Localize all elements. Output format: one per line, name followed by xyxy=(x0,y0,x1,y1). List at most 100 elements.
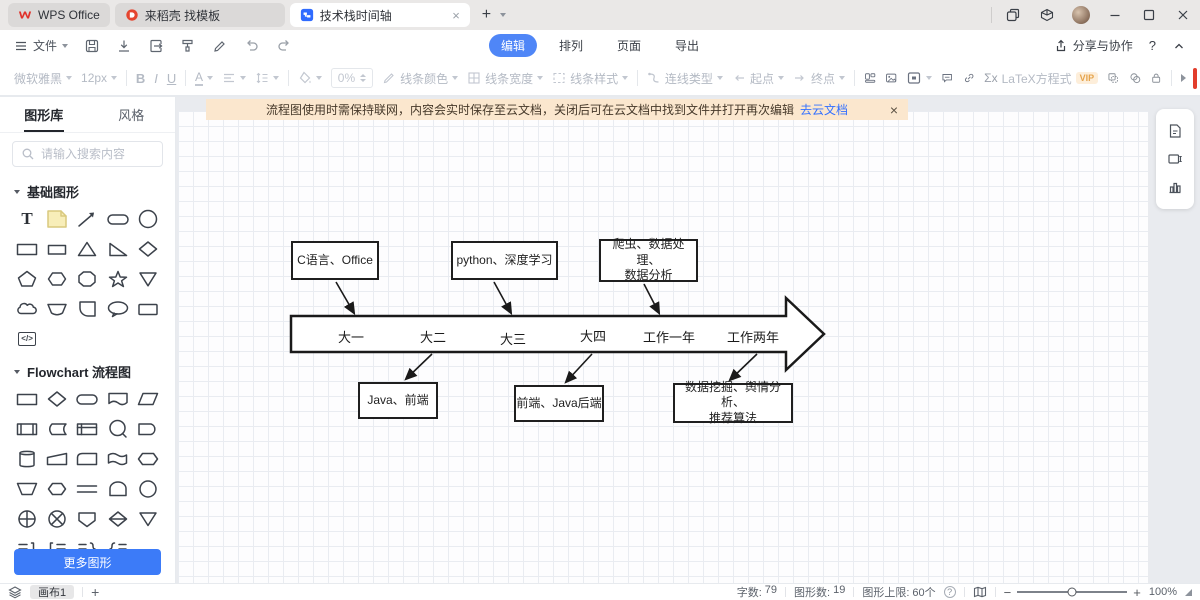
drawing-page[interactable]: C语言、Office python、深度学习 爬虫、数据处理、 数据分析 大一 … xyxy=(178,111,1148,583)
comment-icon[interactable] xyxy=(941,70,953,86)
tab-page[interactable]: 页面 xyxy=(617,39,642,53)
shape-sticky-note[interactable] xyxy=(42,207,72,231)
text-align-button[interactable] xyxy=(222,71,246,85)
timeline-label-3[interactable]: 大三 xyxy=(499,332,527,347)
shape-triangle[interactable] xyxy=(72,237,102,261)
shape-triangle-down[interactable] xyxy=(133,267,163,291)
shape-text[interactable]: T xyxy=(21,209,33,228)
container-button[interactable] xyxy=(906,70,933,86)
search-input[interactable] xyxy=(41,147,151,161)
help-button[interactable]: ? xyxy=(1148,38,1156,53)
layers-icon[interactable] xyxy=(8,585,22,599)
stack-windows-button[interactable] xyxy=(996,0,1030,30)
tab-list-caret-icon[interactable] xyxy=(500,13,507,17)
frame-resize-icon[interactable] xyxy=(1167,151,1183,167)
bold-button[interactable]: B xyxy=(135,70,146,86)
shape-or-junction[interactable] xyxy=(103,417,133,441)
lock-icon[interactable] xyxy=(1150,70,1162,86)
undo-icon[interactable] xyxy=(244,38,260,54)
shape-rectangle[interactable] xyxy=(12,237,42,261)
zoom-in-button[interactable]: + xyxy=(1133,584,1141,600)
shape-pentagon[interactable] xyxy=(12,267,42,291)
shape-database[interactable] xyxy=(12,447,42,471)
group-icon[interactable] xyxy=(1107,70,1119,86)
italic-button[interactable]: I xyxy=(154,70,158,86)
shape-summing-junction[interactable] xyxy=(12,507,42,531)
timeline-label-2[interactable]: 大二 xyxy=(419,330,447,345)
page-settings-icon[interactable] xyxy=(1167,123,1183,139)
shape-cloud[interactable] xyxy=(12,297,42,321)
shape-octagon[interactable] xyxy=(72,267,102,291)
more-tools-icon[interactable] xyxy=(1180,74,1186,82)
font-color-button[interactable]: A xyxy=(194,70,213,86)
shape-right-triangle[interactable] xyxy=(103,237,133,261)
canvas-area[interactable]: 流程图使用时需保持联网，内容会实时保存至云文档，关闭后可在云文档中找到文件并打开… xyxy=(176,96,1200,583)
shape-connector-circle[interactable] xyxy=(133,477,163,501)
shape-display-shield[interactable] xyxy=(72,507,102,531)
tab-arrange[interactable]: 排列 xyxy=(558,39,583,53)
go-to-cloud-link[interactable]: 去云文档 xyxy=(800,103,849,117)
zoom-slider-track[interactable] xyxy=(1017,587,1128,597)
opacity-stepper[interactable]: 0% xyxy=(330,68,374,88)
zoom-out-button[interactable]: − xyxy=(1003,584,1012,600)
pencil-icon[interactable] xyxy=(212,38,228,54)
file-menu[interactable]: 文件 xyxy=(14,37,69,54)
shape-stadium[interactable] xyxy=(103,207,133,231)
shape-parallel-mode[interactable] xyxy=(72,477,102,501)
start-point-button[interactable]: 起点 xyxy=(732,70,784,87)
diagram-box-top-2[interactable]: python、深度学习 xyxy=(451,241,558,280)
underline-button[interactable]: U xyxy=(166,70,177,86)
fill-color-button[interactable] xyxy=(298,71,322,85)
timeline-label-1[interactable]: 大一 xyxy=(337,330,365,345)
shape-document[interactable] xyxy=(103,387,133,411)
timeline-label-6[interactable]: 工作两年 xyxy=(726,330,780,345)
zoom-level[interactable]: 100% xyxy=(1148,586,1177,598)
shape-rectangle-2[interactable] xyxy=(42,237,72,261)
tab-edit[interactable]: 编辑 xyxy=(488,34,537,57)
banner-close-icon[interactable]: × xyxy=(889,101,898,118)
image-icon[interactable] xyxy=(885,70,897,86)
section-basic-shapes[interactable]: 基础图形 xyxy=(0,175,175,205)
zoom-slider-thumb[interactable] xyxy=(1067,587,1077,597)
import-icon[interactable] xyxy=(148,38,164,54)
shape-process[interactable] xyxy=(12,387,42,411)
add-canvas-button[interactable]: + xyxy=(91,584,100,600)
diagram-box-top-1[interactable]: C语言、Office xyxy=(291,241,379,280)
minimize-button[interactable] xyxy=(1098,0,1132,30)
collapse-toolbar-icon[interactable] xyxy=(1172,39,1186,53)
diagram-box-bottom-1[interactable]: Java、前端 xyxy=(358,382,438,419)
shape-star[interactable] xyxy=(103,267,133,291)
shape-rectangle-3[interactable] xyxy=(133,297,163,321)
minimap-icon[interactable] xyxy=(973,585,987,599)
shape-decision[interactable] xyxy=(42,387,72,411)
workspace-button[interactable] xyxy=(1030,0,1064,30)
timeline-label-5[interactable]: 工作一年 xyxy=(642,330,696,345)
timeline-label-4[interactable]: 大四 xyxy=(579,329,607,344)
shape-flag-wave[interactable] xyxy=(103,447,133,471)
shape-round-corner-square[interactable] xyxy=(72,297,102,321)
diagram-box-bottom-2[interactable]: 前端、Java后端 xyxy=(514,385,604,422)
canvas-page-tab[interactable]: 画布1 xyxy=(30,585,75,599)
shape-merge[interactable] xyxy=(133,507,163,531)
shape-data-parallelogram[interactable] xyxy=(133,387,163,411)
connector-type-button[interactable]: 连线类型 xyxy=(647,70,723,87)
line-color-button[interactable]: 线条颜色 xyxy=(382,70,459,87)
format-painter-icon[interactable] xyxy=(180,38,196,54)
link-icon[interactable] xyxy=(963,70,975,86)
section-flowchart[interactable]: Flowchart 流程图 xyxy=(0,355,175,385)
tab-wps-office[interactable]: WPS Office xyxy=(8,3,110,27)
line-spacing-button[interactable] xyxy=(255,71,279,85)
diagram-box-top-3[interactable]: 爬虫、数据处理、 数据分析 xyxy=(599,237,698,282)
shape-circle[interactable] xyxy=(133,207,163,231)
line-style-button[interactable]: 线条样式 xyxy=(552,70,629,87)
shape-limit-help-icon[interactable]: ? xyxy=(943,586,956,598)
latex-equation-button[interactable]: Σx LaTeX方程式 VIP xyxy=(984,70,1099,87)
tab-shape-library[interactable]: 图形库 xyxy=(0,97,88,132)
user-avatar[interactable] xyxy=(1064,0,1098,30)
tab-docer-templates[interactable]: 来稻壳 找模板 xyxy=(114,3,285,27)
tab-style[interactable]: 风格 xyxy=(118,108,145,123)
font-family-select[interactable]: 微软雅黑 xyxy=(14,70,73,87)
download-icon[interactable] xyxy=(116,38,132,54)
shape-search-box[interactable] xyxy=(12,141,163,167)
shape-curved-trapezoid[interactable] xyxy=(42,297,72,321)
